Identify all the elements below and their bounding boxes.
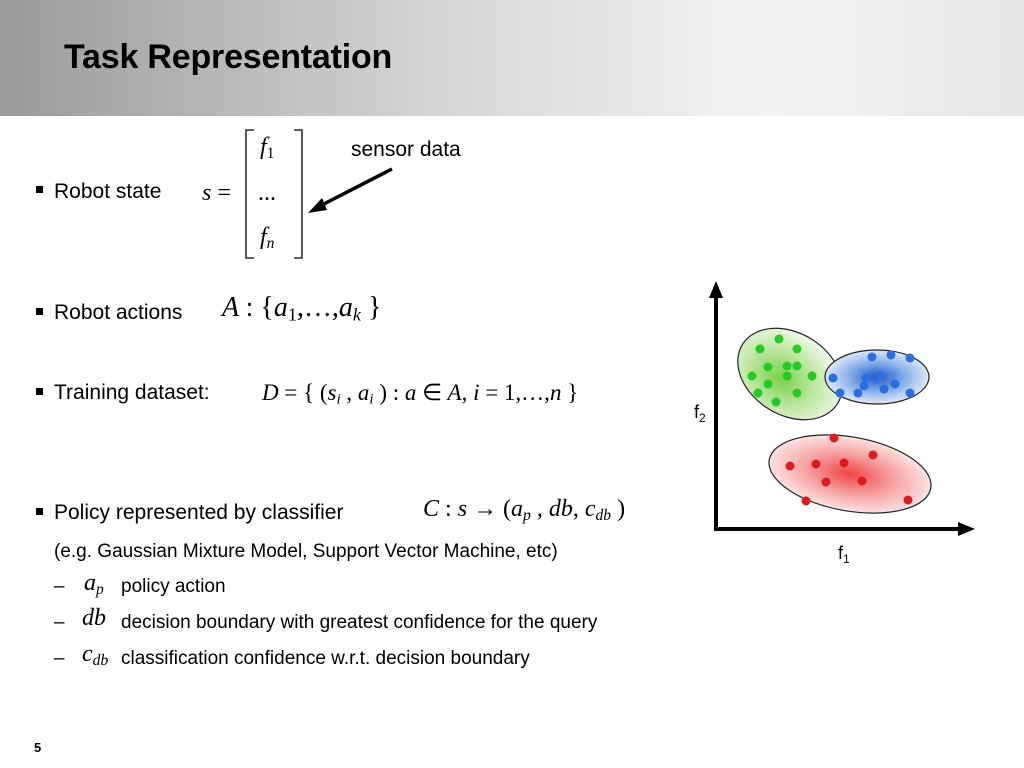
confidence-text: classification confidence w.r.t. decisio… bbox=[121, 648, 530, 669]
blue-data-point bbox=[867, 352, 877, 362]
decision-boundary-text: decision boundary with greatest confiden… bbox=[121, 612, 598, 633]
training-dataset-label: Training dataset: bbox=[54, 381, 210, 404]
red-data-point bbox=[829, 433, 839, 443]
blue-data-point bbox=[853, 388, 863, 398]
x-axis-label: f1 bbox=[838, 543, 850, 566]
annotation-arrow bbox=[308, 167, 393, 213]
red-data-point bbox=[821, 477, 831, 487]
green-data-point bbox=[755, 344, 765, 354]
red-data-point bbox=[903, 495, 913, 505]
blue-cluster-region bbox=[824, 349, 930, 405]
green-data-point bbox=[747, 371, 757, 381]
blue-data-point bbox=[861, 373, 871, 383]
bullet-marker bbox=[36, 388, 43, 395]
sensor-data-annotation: sensor data bbox=[351, 138, 461, 161]
green-cluster-region bbox=[737, 327, 843, 421]
blue-data-point bbox=[828, 373, 838, 383]
blue-data-point bbox=[859, 381, 869, 391]
examples-text: (e.g. Gaussian Mixture Model, Support Ve… bbox=[54, 541, 558, 562]
dataset-formula: D = { (si , ai ) : a ∈ A, i = 1,…,n } bbox=[262, 380, 579, 408]
actions-formula: A : {a1,…,ak } bbox=[222, 292, 382, 325]
x-axis-arrowhead bbox=[958, 522, 975, 536]
robot-state-label: Robot state bbox=[54, 180, 162, 203]
bullet-marker bbox=[36, 308, 43, 315]
page-number: 5 bbox=[34, 740, 42, 755]
policy-formula: C : s → (ap , db, cdb ) bbox=[423, 496, 626, 524]
y-axis-label: f2 bbox=[694, 402, 706, 425]
blue-data-point bbox=[835, 388, 845, 398]
bullet-marker bbox=[36, 508, 43, 515]
green-data-point bbox=[782, 361, 792, 371]
dash-marker: – bbox=[54, 648, 65, 669]
cdb-symbol: cdb bbox=[82, 641, 109, 669]
dash-marker: – bbox=[54, 576, 65, 597]
bullet-marker bbox=[36, 186, 43, 193]
state-fn: fn bbox=[260, 224, 275, 252]
title-banner bbox=[0, 0, 1024, 116]
state-f1: f1 bbox=[260, 134, 275, 162]
blue-data-point bbox=[905, 388, 915, 398]
ap-symbol: ap bbox=[84, 570, 104, 598]
blue-data-point bbox=[905, 353, 915, 363]
green-data-point bbox=[763, 362, 773, 372]
blue-data-point bbox=[890, 379, 900, 389]
y-axis-arrowhead bbox=[709, 281, 723, 298]
blue-data-point bbox=[886, 350, 896, 360]
state-symbol: s = bbox=[202, 180, 231, 206]
green-data-point bbox=[792, 361, 802, 371]
red-data-point bbox=[801, 496, 811, 506]
green-data-point bbox=[753, 388, 763, 398]
blue-data-point bbox=[875, 371, 885, 381]
red-data-point bbox=[839, 458, 849, 468]
state-ellipsis: ... bbox=[258, 180, 276, 206]
green-data-point bbox=[792, 388, 802, 398]
green-data-point bbox=[792, 344, 802, 354]
red-data-point bbox=[868, 450, 878, 460]
state-vector-brackets bbox=[245, 129, 303, 259]
policy-label: Policy represented by classifier bbox=[54, 501, 344, 524]
dash-marker: – bbox=[54, 612, 65, 633]
green-data-point bbox=[771, 397, 781, 407]
green-data-point bbox=[774, 334, 784, 344]
blue-data-point bbox=[879, 384, 889, 394]
red-data-point bbox=[811, 459, 821, 469]
red-data-point bbox=[785, 461, 795, 471]
green-data-point bbox=[763, 379, 773, 389]
robot-actions-label: Robot actions bbox=[54, 301, 183, 324]
slide-title: Task Representation bbox=[64, 38, 393, 76]
red-cluster-region bbox=[768, 434, 932, 514]
red-data-point bbox=[857, 476, 867, 486]
green-data-point bbox=[807, 371, 817, 381]
policy-action-text: policy action bbox=[121, 576, 226, 597]
db-symbol: db bbox=[82, 605, 106, 631]
green-data-point bbox=[782, 371, 792, 381]
